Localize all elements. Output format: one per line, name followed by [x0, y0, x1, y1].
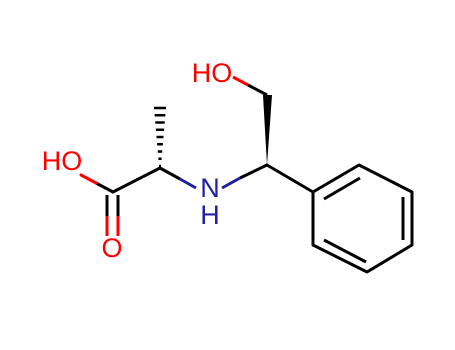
methyl-hashed-wedge [154, 106, 166, 168]
bold-wedge-ch2 [263, 95, 272, 165]
bond-n-benzylic [239, 163, 268, 180]
label-hydroxyl: HO [192, 58, 233, 88]
bond-carboxyl-oh [94, 181, 115, 194]
bond-n-benzylic-blue [221, 176, 241, 190]
label-amine-h: H [200, 200, 220, 230]
ring-inner-bond-3 [323, 238, 367, 264]
ring-inner-bond-1 [323, 176, 361, 201]
bond-benzylic-ring [265, 163, 315, 194]
benzene-ring [311, 163, 414, 274]
label-amine-n: N [200, 173, 220, 203]
bond-oh-red [79, 173, 98, 185]
bond-ch2-o-red [232, 75, 249, 87]
bond-alpha-n [159, 166, 181, 181]
bond-alpha-n-blue [179, 177, 197, 190]
label-carbonyl-o: O [101, 233, 122, 263]
label-acid-oh: HO [42, 146, 83, 176]
bond-carboxyl-alpha [111, 166, 162, 194]
bond-ch2-o [247, 83, 268, 97]
